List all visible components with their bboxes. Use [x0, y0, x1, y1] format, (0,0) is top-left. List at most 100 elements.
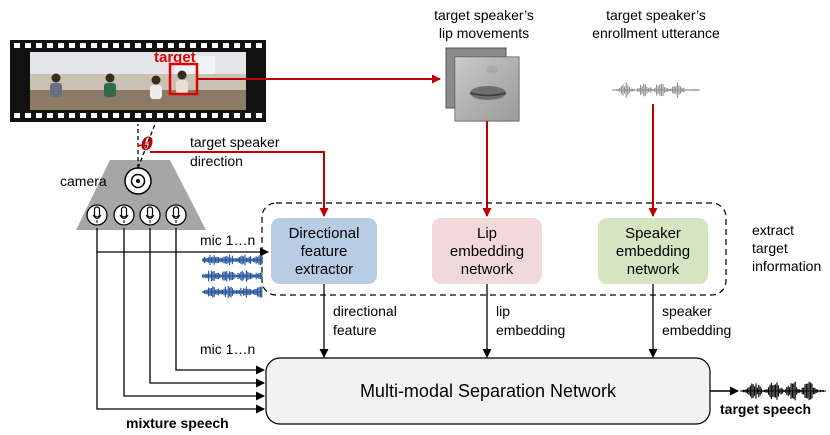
sprocket-hole	[201, 113, 207, 118]
sprocket-hole	[113, 43, 119, 48]
sprocket-hole	[168, 113, 174, 118]
sprocket-hole	[146, 113, 152, 118]
extract-label-line3: information	[752, 258, 821, 274]
sprocket-hole	[58, 113, 64, 118]
person-2	[104, 73, 116, 97]
theta-symbol: θ	[141, 134, 153, 155]
enrollment-waveform	[612, 82, 700, 98]
mic-line-3	[149, 228, 265, 388]
sprocket-hole	[102, 43, 108, 48]
mic-label-bottom: mic 1…n	[200, 341, 255, 357]
sprocket-hole	[124, 43, 130, 48]
lips	[470, 86, 506, 100]
sprocket-hole	[256, 43, 262, 48]
svg-text:extractor: extractor	[295, 261, 353, 278]
sprocket-hole	[190, 43, 196, 48]
sprocket-hole	[80, 43, 86, 48]
sprocket-hole	[168, 43, 174, 48]
sprocket-hole	[91, 113, 97, 118]
extract-label-line1: extract	[752, 222, 794, 238]
sprocket-hole	[135, 43, 141, 48]
sprocket-hole	[113, 113, 119, 118]
sprocket-hole	[157, 113, 163, 118]
microphone-icon	[113, 204, 135, 226]
edge-label-speaker-1: speaker	[662, 303, 712, 319]
sprocket-hole	[47, 43, 53, 48]
person-target	[176, 70, 188, 94]
target-label: target	[154, 49, 196, 66]
sprocket-hole	[245, 43, 251, 48]
sprocket-hole	[212, 113, 218, 118]
sprocket-hole	[234, 113, 240, 118]
svg-text:Directional: Directional	[289, 225, 360, 242]
svg-text:embedding: embedding	[450, 243, 524, 260]
sprocket-hole	[146, 43, 152, 48]
multichannel-waveforms	[202, 254, 263, 298]
sprocket-hole	[201, 43, 207, 48]
arrow-direction-to-extractor	[150, 151, 329, 217]
sprocket-hole	[212, 43, 218, 48]
sprocket-hole	[25, 43, 31, 48]
extract-label-line2: target	[752, 240, 788, 256]
video-filmstrip: target	[10, 40, 266, 122]
microphone-icon	[165, 204, 187, 226]
direction-label-line1: target speaker	[190, 134, 280, 150]
person-1	[50, 73, 62, 97]
svg-text:Lip: Lip	[477, 225, 497, 242]
lip-title-line1: target speaker’s	[434, 7, 534, 23]
enroll-title-line2: enrollment utterance	[592, 25, 720, 41]
target-speech-waveform	[740, 381, 826, 401]
sprocket-hole	[14, 43, 20, 48]
sprocket-hole	[179, 43, 185, 48]
sprocket-hole	[124, 113, 130, 118]
sprocket-hole	[58, 43, 64, 48]
sprocket-hole	[157, 43, 163, 48]
svg-text:network: network	[627, 261, 680, 278]
mic-line-2	[123, 228, 265, 401]
person-3	[150, 75, 162, 99]
sprocket-hole	[36, 43, 42, 48]
svg-text:embedding: embedding	[616, 243, 690, 260]
sprocket-hole	[91, 43, 97, 48]
mixture-speech-label: mixture speech	[126, 415, 229, 431]
direction-label-line2: direction	[190, 153, 243, 169]
edge-label-directional-1: directional	[333, 303, 397, 319]
lip-title-line2: lip movements	[439, 25, 529, 41]
directional-feature-extractor-box: Directional feature extractor	[271, 218, 377, 284]
sprocket-hole	[245, 113, 251, 118]
camera-label: camera	[60, 173, 107, 189]
mic-line-1	[96, 252, 265, 414]
sprocket-hole	[190, 113, 196, 118]
lip-movement-images	[445, 47, 520, 122]
microphone-icon	[139, 204, 161, 226]
camera-mic-device	[76, 160, 206, 230]
sprocket-hole	[14, 113, 20, 118]
sprocket-hole	[234, 43, 240, 48]
sprocket-hole	[223, 43, 229, 48]
enroll-title-line1: target speaker’s	[606, 7, 706, 23]
microphone-icon	[86, 204, 108, 226]
target-speech-label: target speech	[720, 401, 811, 417]
sprocket-hole	[135, 113, 141, 118]
sprocket-hole	[69, 113, 75, 118]
sprocket-hole	[80, 113, 86, 118]
edge-label-directional-2: feature	[333, 322, 377, 338]
mic-label-top: mic 1…n	[200, 232, 255, 248]
svg-text:network: network	[461, 261, 514, 278]
mic-line-4	[175, 228, 265, 375]
sprocket-hole	[256, 113, 262, 118]
sprocket-hole	[25, 113, 31, 118]
sprocket-hole	[102, 113, 108, 118]
separation-network-label: Multi-modal Separation Network	[360, 381, 617, 401]
edge-label-lip-2: embedding	[496, 322, 565, 338]
filmstrip-sprockets-bottom	[14, 113, 262, 118]
sprocket-hole	[47, 113, 53, 118]
svg-text:feature: feature	[301, 243, 348, 260]
edge-label-speaker-2: embedding	[662, 322, 731, 338]
sprocket-hole	[179, 113, 185, 118]
lip-embedding-network-box: Lip embedding network	[432, 218, 542, 284]
sprocket-hole	[69, 43, 75, 48]
edge-label-lip-1: lip	[496, 303, 510, 319]
